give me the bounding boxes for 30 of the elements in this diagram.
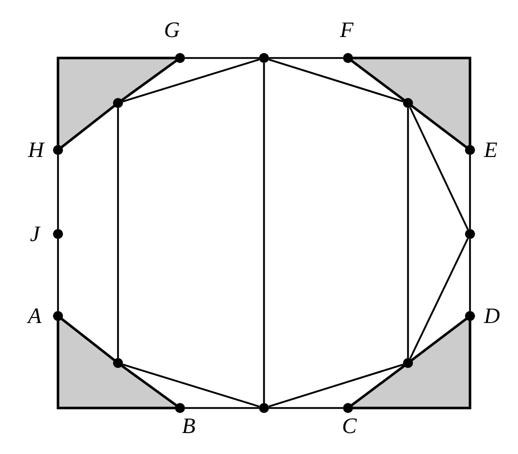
line-segment <box>263 63 265 403</box>
point-label: A <box>28 304 42 328</box>
line-segment <box>122 364 260 408</box>
line-segment <box>268 364 404 408</box>
line-segment <box>469 239 471 311</box>
line-segment <box>185 407 259 409</box>
point-label: D <box>484 304 500 328</box>
point-label: G <box>164 18 180 42</box>
line-segment <box>117 108 119 358</box>
line-segment <box>122 365 176 406</box>
point-label: B <box>182 414 196 438</box>
line-segment <box>409 238 469 359</box>
line-segment <box>122 58 260 102</box>
line-segment <box>409 107 469 230</box>
line-segment <box>407 108 409 358</box>
line-segment <box>122 60 176 101</box>
line-segment <box>61 318 115 361</box>
line-segment <box>61 105 115 148</box>
point-label: J <box>30 222 40 246</box>
line-segment <box>469 155 471 229</box>
point-label: E <box>484 138 498 162</box>
line-segment <box>269 57 343 59</box>
point-label: H <box>28 138 44 162</box>
line-segment <box>269 407 343 409</box>
line-segment <box>185 57 259 59</box>
point-label: F <box>340 18 354 42</box>
line-segment <box>268 58 404 102</box>
line-segment <box>57 239 59 311</box>
point-label: C <box>342 414 357 438</box>
line-segment <box>57 155 59 229</box>
